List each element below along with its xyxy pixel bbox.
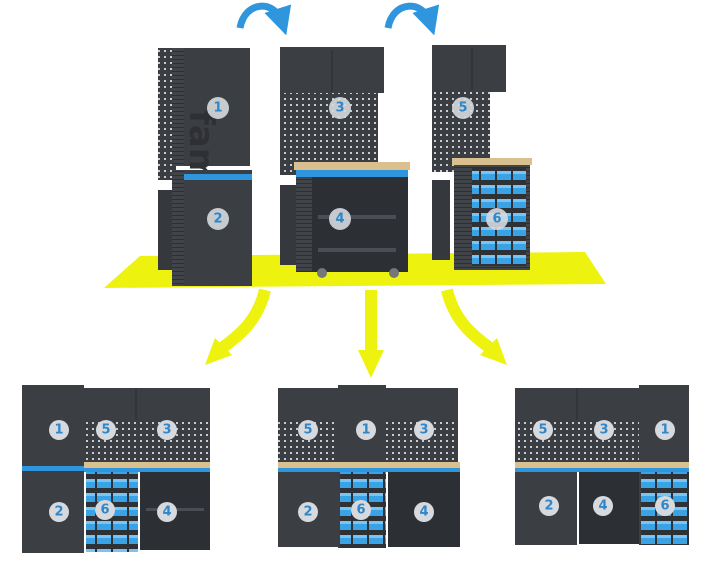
badge-6: 6 bbox=[351, 500, 371, 520]
svg-text:5: 5 bbox=[538, 423, 547, 438]
configuration-a: 1 5 3 2 6 4 bbox=[22, 385, 210, 553]
badge-5: 5 bbox=[533, 420, 553, 440]
svg-text:6: 6 bbox=[492, 212, 501, 227]
svg-text:1: 1 bbox=[361, 423, 370, 438]
svg-text:1: 1 bbox=[213, 101, 222, 116]
badge-3: 3 bbox=[157, 420, 177, 440]
module-3-wall-cabinet-pegboard bbox=[280, 47, 384, 265]
badge-6: 6 bbox=[95, 500, 115, 520]
configuration-b: 5 1 3 2 6 4 bbox=[278, 385, 460, 548]
svg-text:3: 3 bbox=[419, 423, 428, 438]
svg-text:2: 2 bbox=[544, 499, 553, 514]
badge-4: 4 bbox=[157, 502, 177, 522]
svg-text:5: 5 bbox=[101, 423, 110, 438]
down-arrow-icon bbox=[441, 288, 507, 365]
down-arrow-icon bbox=[358, 290, 384, 378]
badge-6: 6 bbox=[486, 208, 508, 230]
svg-text:5: 5 bbox=[458, 101, 467, 116]
badge-2: 2 bbox=[298, 502, 318, 522]
svg-text:6: 6 bbox=[100, 503, 109, 518]
svg-text:1: 1 bbox=[54, 423, 63, 438]
svg-text:4: 4 bbox=[598, 499, 607, 514]
configuration-c: 5 3 1 2 4 6 bbox=[515, 385, 689, 545]
svg-text:4: 4 bbox=[335, 212, 344, 227]
svg-text:2: 2 bbox=[54, 505, 63, 520]
badge-2: 2 bbox=[539, 496, 559, 516]
svg-text:1: 1 bbox=[660, 423, 669, 438]
badge-3: 3 bbox=[414, 420, 434, 440]
badge-5: 5 bbox=[96, 420, 116, 440]
svg-text:3: 3 bbox=[335, 101, 344, 116]
svg-text:2: 2 bbox=[213, 212, 222, 227]
badge-5: 5 bbox=[298, 420, 318, 440]
badge-1: 1 bbox=[655, 420, 675, 440]
svg-text:6: 6 bbox=[660, 499, 669, 514]
badge-5: 5 bbox=[452, 97, 474, 119]
svg-text:5: 5 bbox=[303, 423, 312, 438]
badge-1: 1 bbox=[49, 420, 69, 440]
badge-6: 6 bbox=[655, 496, 675, 516]
svg-text:2: 2 bbox=[303, 505, 312, 520]
badge-1: 1 bbox=[356, 420, 376, 440]
badge-2: 2 bbox=[49, 502, 69, 522]
module-2-floor-cabinet bbox=[158, 170, 252, 286]
down-arrow-icon bbox=[205, 288, 271, 365]
curved-arrow-icon bbox=[384, 2, 440, 36]
badge-4: 4 bbox=[329, 208, 351, 230]
svg-text:4: 4 bbox=[162, 505, 171, 520]
svg-text:3: 3 bbox=[599, 423, 608, 438]
svg-text:6: 6 bbox=[356, 503, 365, 518]
badge-4: 4 bbox=[414, 502, 434, 522]
module-4-workbench bbox=[294, 162, 410, 278]
badge-1: 1 bbox=[207, 97, 229, 119]
svg-text:4: 4 bbox=[419, 505, 428, 520]
badge-3: 3 bbox=[329, 97, 351, 119]
badge-4: 4 bbox=[593, 496, 613, 516]
svg-text:3: 3 bbox=[162, 423, 171, 438]
curved-arrow-icon bbox=[236, 2, 292, 36]
badge-3: 3 bbox=[594, 420, 614, 440]
badge-2: 2 bbox=[207, 208, 229, 230]
